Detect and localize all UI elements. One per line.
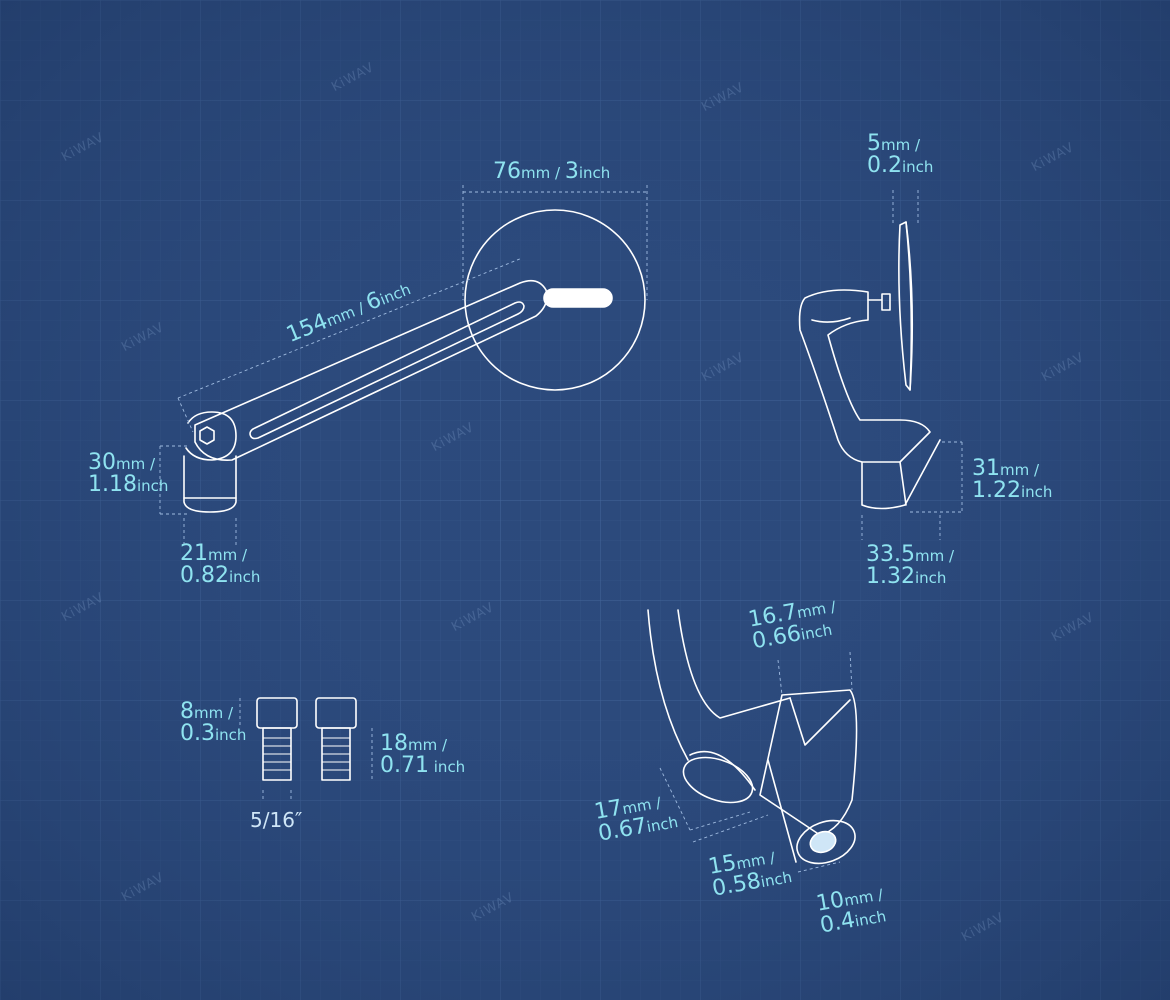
side-ball-joint [867, 293, 891, 311]
front-view [183, 209, 646, 513]
arm-joint [185, 411, 237, 461]
side-arm [798, 289, 931, 463]
arm-slot [249, 301, 525, 440]
mirror-arm [194, 279, 548, 461]
hex-socket [199, 426, 215, 445]
mount-base [183, 455, 237, 513]
side-view [798, 221, 941, 510]
bolt-head-label: 8mm / 0.3inch [180, 699, 247, 746]
mount-height-label: 30mm / 1.18inch [88, 450, 169, 497]
side-mirror-back [905, 221, 914, 391]
side-mount-height-label: 31mm / 1.22inch [972, 456, 1053, 503]
side-mount-width-label: 33.5mm / 1.32inch [866, 542, 955, 589]
side-mount [861, 439, 941, 510]
dimension-lines [159, 185, 963, 873]
mirror-face [464, 209, 646, 391]
clamp-face [796, 819, 856, 865]
bolt-thread-label: 5/16″ [250, 808, 303, 832]
clamp-hole [809, 830, 837, 854]
arm-bore [682, 756, 754, 804]
clamp-closeup [647, 609, 858, 865]
bolt-length-label: 18mm / 0.71 inch [380, 731, 466, 778]
mirror-slot [543, 288, 613, 308]
mirror-thickness-label: 5mm / 0.2inch [867, 131, 934, 178]
mirror-diameter-label: 76mm / 3inch [493, 159, 611, 184]
mount-width-label: 21mm / 0.82inch [180, 541, 261, 588]
bolt-threads [262, 737, 351, 771]
